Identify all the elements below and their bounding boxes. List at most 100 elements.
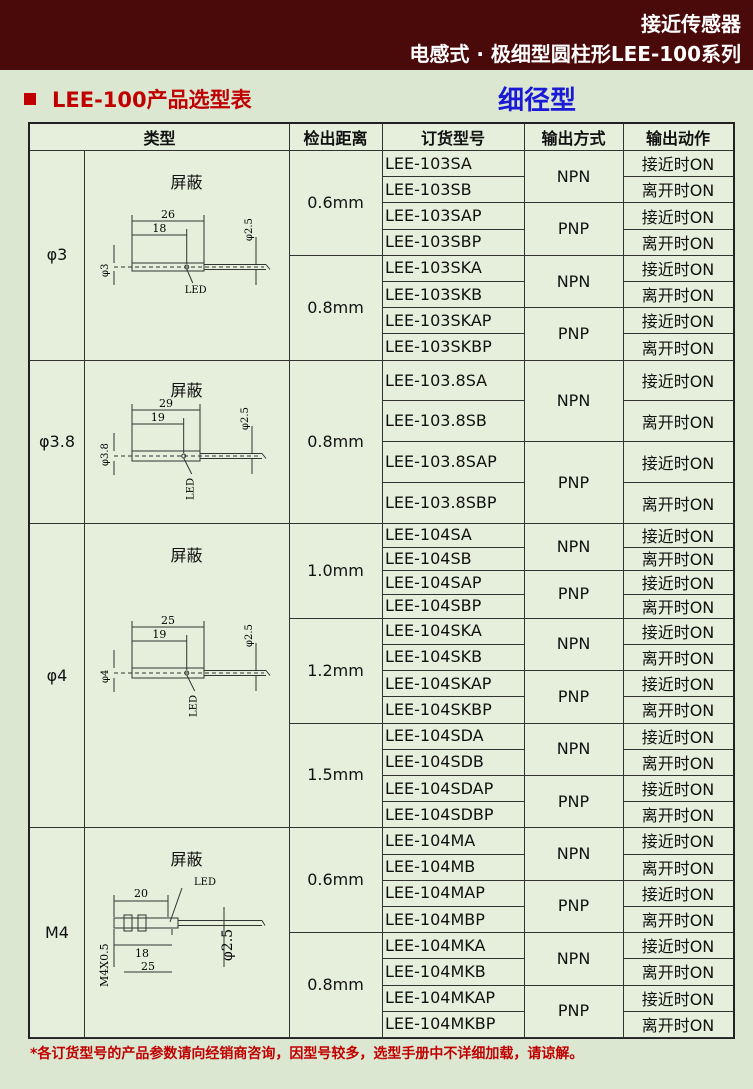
header-subtitle: 电感式 · 极细型圆柱形LEE-100系列 — [409, 42, 741, 66]
cable-end — [261, 920, 266, 927]
row-divider — [623, 905, 733, 907]
column-divider — [84, 150, 85, 1037]
row-divider — [382, 176, 524, 178]
row-divider — [382, 827, 524, 829]
row-divider — [524, 254, 623, 256]
column-divider — [524, 124, 525, 1037]
output-type: NPN — [556, 634, 591, 654]
order-code: LEE-104SAP — [385, 572, 482, 592]
order-code: LEE-103SKBP — [385, 337, 492, 357]
order-code: LEE-104SDAP — [385, 778, 494, 798]
row-divider — [623, 958, 733, 960]
dimension-label: φ2.5 — [244, 624, 255, 647]
order-code: LEE-104MBP — [385, 909, 485, 929]
dimension-label: φ2.5 — [220, 929, 236, 961]
row-divider — [623, 441, 733, 443]
output-type: PNP — [557, 323, 590, 343]
row-divider — [382, 202, 524, 204]
output-action: 离开时ON — [641, 701, 715, 721]
row-divider — [524, 359, 623, 361]
dimension-label: 19 — [151, 411, 165, 424]
row-divider — [382, 932, 524, 934]
order-code: LEE-104MAP — [385, 883, 485, 903]
order-code: LEE-103SBP — [385, 232, 482, 252]
row-divider — [382, 905, 524, 907]
output-action: 接近时ON — [641, 155, 715, 175]
row-divider — [623, 176, 733, 178]
order-code: LEE-103.8SAP — [385, 452, 497, 472]
header-order: 订货型号 — [420, 129, 485, 148]
dimension-label: φ2.5 — [240, 407, 251, 430]
led-label: LED — [194, 877, 216, 888]
led-leader — [186, 268, 194, 284]
output-action: 离开时ON — [641, 753, 715, 773]
dimension-label: φ3.8 — [100, 443, 111, 466]
type-name: M4 — [45, 922, 69, 942]
sensor-nut — [137, 914, 147, 932]
row-divider — [623, 594, 733, 595]
row-divider — [382, 801, 524, 803]
dimension-label: φ3 — [100, 264, 111, 277]
output-action: 接近时ON — [641, 372, 715, 392]
row-divider — [623, 932, 733, 934]
row-divider — [524, 522, 623, 524]
row-divider — [623, 570, 733, 572]
column-divider — [623, 124, 624, 1037]
row-divider — [382, 570, 524, 572]
output-type: NPN — [556, 537, 591, 557]
output-action: 接近时ON — [641, 526, 715, 546]
dimension-label: 20 — [134, 887, 148, 900]
led-leader — [169, 888, 183, 923]
section-title-text: LEE-100产品选型表 — [52, 88, 252, 112]
column-divider — [289, 124, 290, 1037]
cable-end — [265, 264, 271, 270]
output-type: PNP — [557, 686, 590, 706]
row-divider — [382, 228, 524, 230]
dimension-label: φ4 — [100, 670, 111, 683]
row-divider — [623, 522, 733, 524]
order-code: LEE-104SBP — [385, 596, 482, 616]
shield-label: 屏蔽 — [170, 545, 203, 565]
led-leader — [183, 457, 193, 474]
output-action: 离开时ON — [641, 412, 715, 432]
row-divider — [382, 254, 524, 256]
row-divider — [623, 202, 733, 204]
row-divider — [623, 879, 733, 881]
shield-label: 屏蔽 — [170, 380, 203, 400]
detection-distance: 0.8mm — [307, 297, 364, 317]
row-divider — [382, 441, 524, 443]
output-action: 接近时ON — [641, 312, 715, 332]
cable-end — [265, 670, 271, 676]
row-divider — [623, 853, 733, 855]
type-name: φ3.8 — [39, 431, 75, 451]
order-code: LEE-104SA — [385, 525, 472, 545]
row-divider — [524, 202, 623, 204]
page-header: 接近传感器 电感式 · 极细型圆柱形LEE-100系列 — [0, 0, 753, 70]
output-action: 离开时ON — [641, 181, 715, 201]
row-divider — [382, 359, 524, 361]
output-action: 接近时ON — [641, 884, 715, 904]
output-action: 离开时ON — [641, 597, 715, 617]
row-divider — [382, 617, 524, 619]
row-divider — [382, 333, 524, 335]
order-code: LEE-104SKAP — [385, 673, 492, 693]
order-code: LEE-103.8SA — [385, 370, 488, 390]
header-title: 接近传感器 — [641, 12, 741, 36]
row-divider — [524, 879, 623, 881]
order-code: LEE-103SB — [385, 179, 472, 199]
section-title: LEE-100产品选型表 — [24, 86, 252, 112]
output-action: 离开时ON — [641, 858, 715, 878]
row-divider — [382, 853, 524, 855]
output-action: 离开时ON — [641, 911, 715, 931]
order-code: LEE-104SKB — [385, 647, 483, 667]
output-action: 离开时ON — [641, 963, 715, 983]
row-divider — [382, 281, 524, 283]
row-divider — [524, 1037, 623, 1038]
footnote: *各订货型号的产品参数请向经销商咨询，因型号较多，选型手册中不详细加载，请谅解。 — [30, 1046, 584, 1062]
cable-end — [261, 452, 267, 459]
row-divider — [623, 643, 733, 645]
row-divider — [382, 958, 524, 960]
row-divider — [623, 827, 733, 829]
